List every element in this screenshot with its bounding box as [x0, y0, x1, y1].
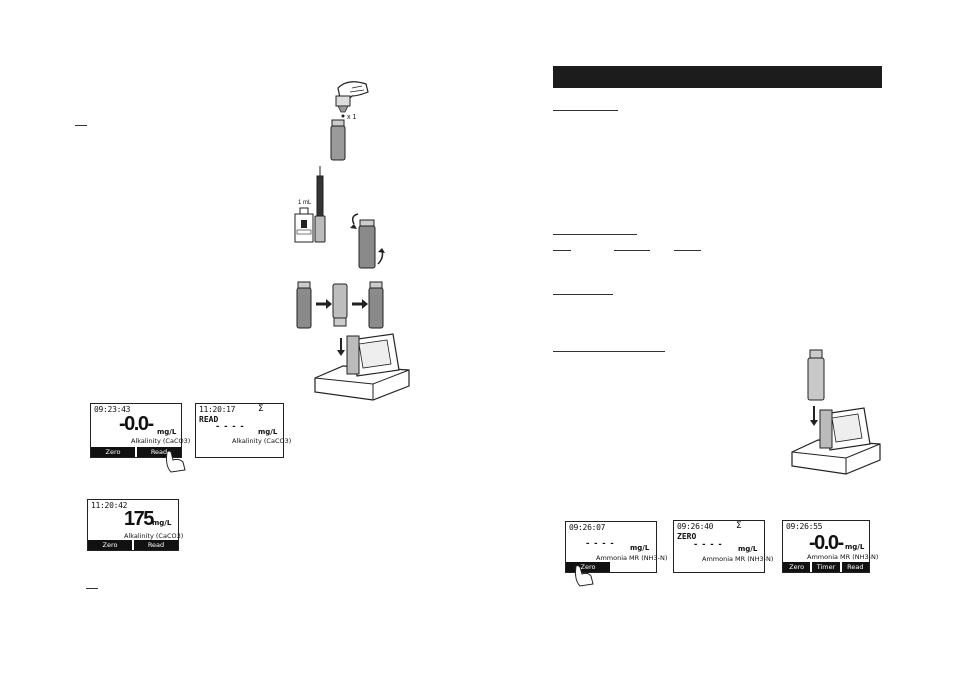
- screen-parameter: Alkalinity (CaCO3): [131, 437, 191, 445]
- zero-softkey[interactable]: Zero: [91, 447, 135, 457]
- screen-status: READ: [199, 415, 219, 424]
- screen-value: - - - -: [216, 421, 245, 432]
- meter-screen-2: 11:20:17 Σ READ - - - - mg/L Alkalinity …: [195, 403, 291, 458]
- sigma-icon: Σ: [736, 521, 742, 531]
- meter-instrument-icon: [791, 406, 881, 475]
- meter-screen-3: 11:20:42 175 mg/L Alkalinity (CaCO3) Zer…: [87, 499, 183, 551]
- softkey-bar: Zero Timer Read: [783, 562, 869, 572]
- softkey-bar: Zero Read: [88, 540, 178, 550]
- zero-softkey[interactable]: Zero: [88, 540, 132, 550]
- meter-screen-6: 09:26:55 -0.0- mg/L Ammonia MR (NH3-N) Z…: [782, 520, 878, 573]
- screen-parameter: Alkalinity (CaCO3): [124, 532, 184, 540]
- sigma-icon: Σ: [258, 404, 264, 414]
- screen-time: 09:23:43: [94, 405, 131, 414]
- screen-unit: mg/L: [630, 544, 650, 552]
- screen-parameter: Ammonia MR (NH3-N): [807, 553, 879, 561]
- heading-underline-3b: [614, 250, 650, 251]
- screen-time: 09:26:40: [677, 522, 714, 531]
- heading-underline-4: [553, 294, 613, 295]
- screen-value: - - - -: [586, 538, 615, 549]
- read-softkey[interactable]: Read: [134, 540, 178, 550]
- screen-value: 175: [124, 508, 154, 530]
- syringe-icon: [314, 166, 326, 243]
- screen-parameter: Ammonia MR (NH3-N): [596, 554, 668, 562]
- section-header-bar: [553, 66, 882, 88]
- finger-press-icon: [166, 450, 186, 473]
- screen-unit: mg/L: [845, 543, 865, 551]
- screen-parameter: Alkalinity (CaCO3): [232, 437, 292, 445]
- heading-underline-1: [553, 110, 618, 111]
- heading-underline-3a: [553, 250, 571, 251]
- screen-status: ZERO: [677, 532, 697, 541]
- hand-dropper-icon: [335, 81, 369, 118]
- vial-sequence-icon: [296, 281, 384, 329]
- finger-press-icon: [575, 565, 594, 587]
- screen-value: -0.0-: [119, 413, 154, 435]
- meter-screen-4: 09:26:07 - - - - mg/L Ammonia MR (NH3-N)…: [565, 521, 667, 573]
- zero-softkey[interactable]: Zero: [566, 562, 610, 572]
- screen-unit: mg/L: [157, 428, 177, 436]
- screen-value: - - - -: [694, 539, 723, 550]
- screen-time: 11:20:42: [91, 501, 128, 510]
- softkey-bar: Zero Read: [91, 447, 181, 457]
- screen-time: 09:26:07: [569, 523, 606, 532]
- screen-time: 11:20:17: [199, 405, 236, 414]
- reagent-volume-label: 1 mL: [298, 200, 312, 206]
- reagent-bottle-icon: [294, 207, 314, 243]
- read-softkey[interactable]: Read: [137, 447, 181, 457]
- heading-underline-5: [553, 351, 665, 352]
- rotate-arrow-icon: [350, 213, 385, 269]
- read-softkey[interactable]: Read: [841, 562, 869, 572]
- screen-unit: mg/L: [152, 519, 172, 527]
- screen-time: 09:26:55: [786, 522, 823, 531]
- heading-underline-3c: [674, 250, 701, 251]
- meter-screen-5: 09:26:40 Σ ZERO - - - - mg/L Ammonia MR …: [673, 520, 773, 573]
- meter-instrument-icon: [314, 333, 410, 401]
- screen-unit: mg/L: [258, 428, 278, 436]
- screen-value: -0.0-: [809, 532, 844, 554]
- meter-screen-1: 09:23:43 -0.0- mg/L Alkalinity (CaCO3) Z…: [90, 403, 190, 458]
- blank-softkey: [612, 562, 656, 572]
- timer-softkey[interactable]: Timer: [812, 562, 840, 572]
- zero-softkey[interactable]: Zero: [783, 562, 811, 572]
- note-underline-bottom: [86, 588, 98, 589]
- note-underline: [75, 125, 87, 126]
- vial-icon: [330, 119, 346, 161]
- heading-underline-2: [553, 234, 637, 235]
- screen-parameter: Ammonia MR (NH3-N): [702, 555, 774, 563]
- vial-icon: [807, 349, 825, 401]
- softkey-bar: Zero: [566, 562, 656, 572]
- screen-unit: mg/L: [738, 545, 758, 553]
- drop-count-label: x 1: [347, 114, 357, 121]
